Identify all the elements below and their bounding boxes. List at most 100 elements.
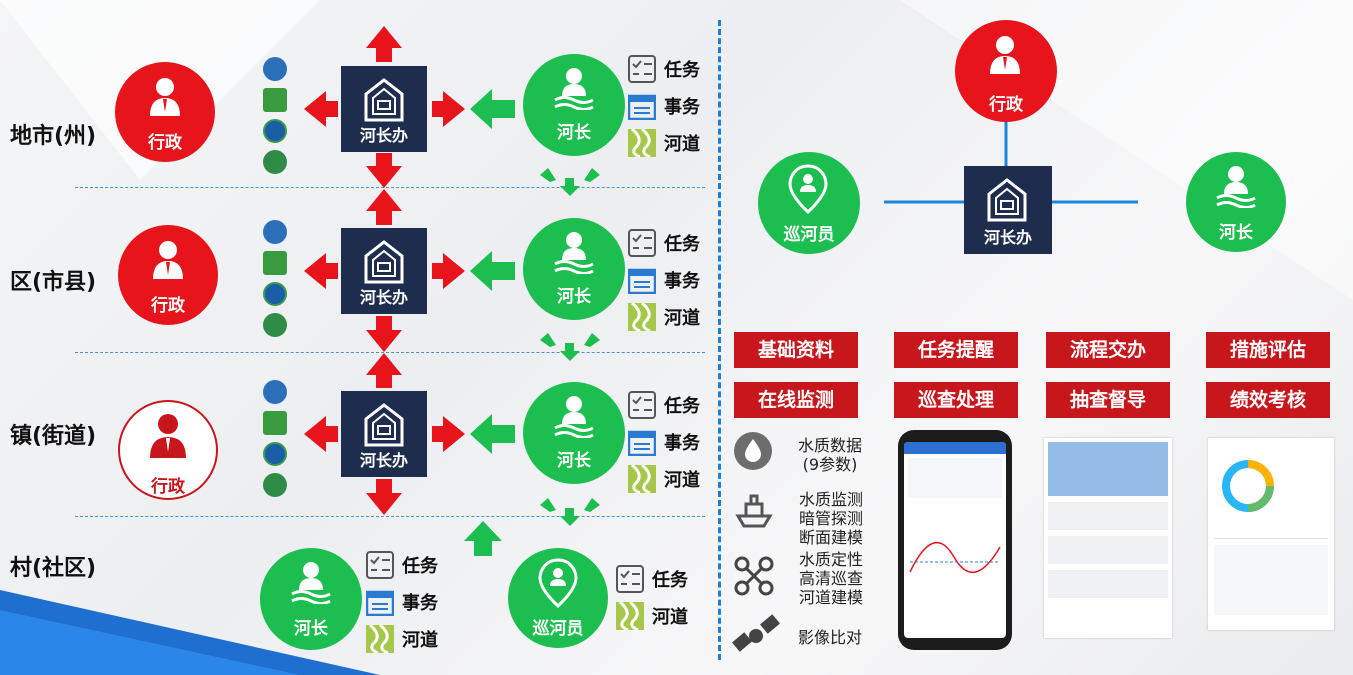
river-channel-icon [616, 601, 644, 630]
patrol-node-left: 巡河员 [758, 152, 860, 254]
admin-node-district: 行政 [118, 225, 218, 325]
chief-duties-district: 任务 事务 河道 [628, 224, 700, 335]
forestry-icon [263, 411, 287, 435]
level-label-city: 地市(州) [10, 124, 97, 149]
legend-affair: 事务 [402, 592, 438, 614]
patrol-node-label: 巡河员 [783, 225, 835, 245]
chief-duties-town: 任务 事务 河道 [628, 386, 700, 497]
patrol-pin-icon [788, 164, 828, 214]
environment-icon [263, 282, 287, 306]
org-icons-town [263, 380, 289, 504]
chief-node-label: 河长 [557, 123, 591, 143]
level-separator [75, 187, 705, 188]
chief-node-label: 河长 [1219, 223, 1253, 243]
monitoring-image-compare: 影像比对 [797, 628, 862, 647]
environment-icon [263, 442, 287, 466]
legend-affair: 事务 [664, 96, 700, 118]
office-building-icon [364, 78, 404, 122]
calendar-icon [628, 430, 656, 456]
admin-node-label: 行政 [151, 296, 185, 316]
dashboard-mockup [1208, 438, 1334, 630]
admin-node-top: 行政 [955, 20, 1057, 122]
person-icon [153, 241, 183, 279]
level-label-village: 村(社区) [10, 556, 97, 581]
tag-online-monitoring: 在线监测 [734, 382, 858, 418]
section-divider [718, 20, 721, 660]
office-node-center: 河长办 [964, 166, 1052, 254]
chief-node-town: 河长 [523, 382, 625, 484]
patrol-node-village: 巡河员 [508, 548, 608, 648]
level-separator [75, 352, 705, 353]
legend-task: 任务 [664, 59, 700, 81]
level-label-district: 区(市县) [10, 270, 97, 295]
environment-icon [263, 119, 287, 143]
office-building-icon [364, 403, 404, 447]
chief-duties-city: 任务 事务 河道 [628, 50, 700, 161]
office-building-icon [987, 178, 1027, 222]
forestry-icon [263, 251, 287, 275]
river-channel-icon [628, 464, 656, 493]
admin-node-label: 行政 [151, 477, 185, 497]
patrol-node-label: 巡河员 [532, 619, 584, 639]
donut-chart-thumbnail [1222, 460, 1274, 512]
chief-node-village: 河长 [260, 548, 362, 650]
legend-river: 河道 [402, 629, 438, 651]
admin-node-town: 行政 [118, 400, 218, 500]
tag-process-assignment: 流程交办 [1046, 332, 1170, 368]
agency-emblem-icon [263, 313, 287, 337]
checklist-icon [628, 228, 656, 257]
office-building-icon [364, 240, 404, 284]
chief-node-city: 河长 [523, 54, 625, 156]
river-chief-icon [1216, 166, 1256, 208]
chief-node-district: 河长 [523, 218, 625, 320]
checklist-icon [628, 54, 656, 83]
forestry-icon [263, 88, 287, 112]
admin-node-label: 行政 [148, 133, 182, 153]
mobile-chart-thumbnail [909, 541, 1001, 574]
legend-task: 任务 [664, 395, 700, 417]
legend-task: 任务 [664, 233, 700, 255]
river-chief-icon [554, 232, 594, 274]
person-icon [150, 78, 180, 116]
checklist-icon [616, 564, 644, 593]
calendar-icon [366, 590, 394, 616]
agency-emblem-icon [263, 150, 287, 174]
water-bureau-icon [263, 220, 287, 244]
app-list-mockup [1044, 438, 1172, 638]
river-chief-icon [291, 562, 331, 604]
level-label-town: 镇(街道) [10, 424, 97, 449]
monitoring-water-data: 水质数据 (9参数) [797, 436, 862, 474]
legend-affair: 事务 [664, 432, 700, 454]
tag-task-reminder: 任务提醒 [894, 332, 1018, 368]
office-node-town: 河长办 [341, 391, 427, 477]
legend-river: 河道 [652, 606, 688, 628]
legend-river: 河道 [664, 307, 700, 329]
office-node-district: 河长办 [341, 228, 427, 314]
legend-river: 河道 [664, 133, 700, 155]
office-node-label: 河长办 [983, 228, 1032, 247]
admin-node-label: 行政 [989, 95, 1023, 115]
tag-spot-check: 抽查督导 [1046, 382, 1170, 418]
water-bureau-icon [263, 380, 287, 404]
calendar-icon [628, 268, 656, 294]
office-node-label: 河长办 [359, 126, 408, 145]
legend-task: 任务 [402, 555, 438, 577]
chief-node-label: 河长 [557, 451, 591, 471]
calendar-icon [628, 94, 656, 120]
water-drop-icon [734, 432, 772, 470]
monitoring-qualitative: 水质定性 高清巡查 河道建模 [798, 550, 863, 607]
water-bureau-icon [263, 57, 287, 81]
patrol-duties-village: 任务 河道 [616, 560, 688, 634]
ship-icon [735, 494, 773, 528]
checklist-icon [366, 550, 394, 579]
office-node-label: 河长办 [359, 288, 408, 307]
river-channel-icon [366, 624, 394, 653]
legend-river: 河道 [664, 469, 700, 491]
chief-node-label: 河长 [557, 287, 591, 307]
chief-node-right: 河长 [1186, 152, 1286, 252]
river-channel-icon [628, 302, 656, 331]
tag-measure-evaluation: 措施评估 [1206, 332, 1330, 368]
legend-task: 任务 [652, 569, 688, 591]
chief-duties-village: 任务 事务 河道 [366, 546, 438, 657]
checklist-icon [628, 390, 656, 419]
